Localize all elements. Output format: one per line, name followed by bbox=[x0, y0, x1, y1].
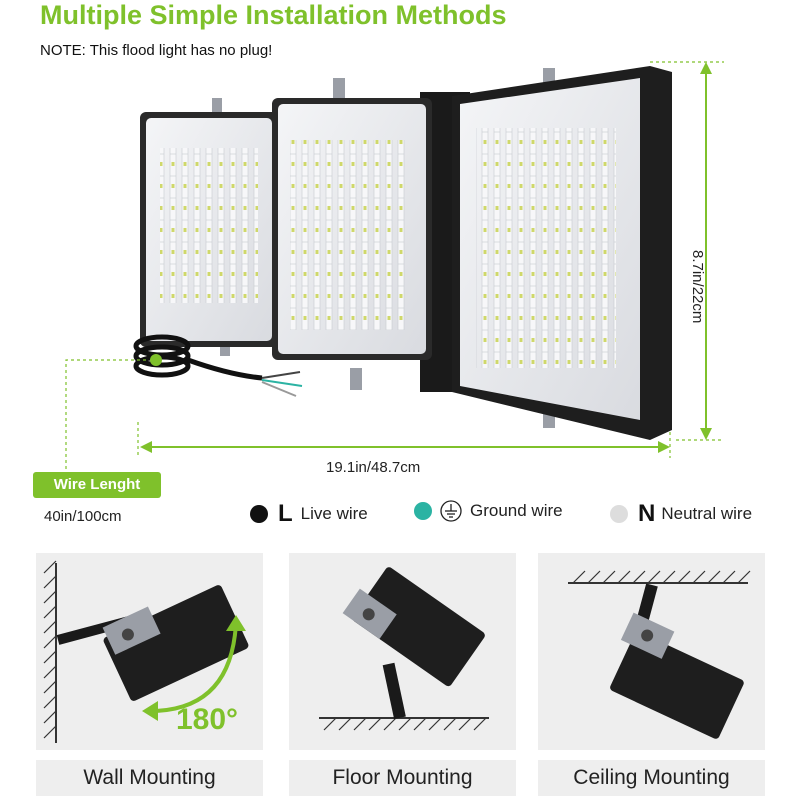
wall-mounting-caption: Wall Mounting bbox=[36, 760, 263, 796]
neutral-wire-dot-icon bbox=[610, 505, 628, 523]
rotation-angle-label: 180° bbox=[176, 703, 239, 736]
ceiling-mounting-caption: Ceiling Mounting bbox=[538, 760, 765, 796]
floor-mounting-illustration bbox=[319, 567, 489, 731]
ceiling-mounting-illustration bbox=[568, 570, 751, 739]
live-wire-text: Live wire bbox=[300, 504, 368, 523]
legend-live-wire: L Live wire bbox=[250, 500, 368, 528]
live-wire-dot-icon bbox=[250, 505, 268, 523]
wall-mounting-panel: 180° bbox=[36, 553, 263, 750]
floor-mounting-panel bbox=[289, 553, 516, 750]
ground-wire-dot-icon bbox=[414, 502, 432, 520]
wall-mounting-illustration bbox=[43, 560, 249, 743]
neutral-wire-text: Neutral wire bbox=[661, 504, 753, 523]
live-wire-letter: L bbox=[278, 500, 293, 527]
wire-length-value: 40in/100cm bbox=[44, 508, 122, 525]
floor-mounting-caption: Floor Mounting bbox=[289, 760, 516, 796]
height-dimension-label: 8.7in/22cm bbox=[689, 250, 706, 324]
legend-neutral-wire: N Neutral wire bbox=[610, 500, 752, 528]
no-plug-note: NOTE: This flood light has no plug! bbox=[40, 42, 273, 59]
page-title: Multiple Simple Installation Methods bbox=[40, 0, 507, 30]
ground-wire-text: Ground wire bbox=[470, 501, 563, 520]
ground-symbol-icon bbox=[440, 500, 462, 522]
legend-ground-wire: Ground wire bbox=[414, 500, 563, 522]
wire-length-badge: Wire Lenght bbox=[33, 472, 161, 498]
flood-light-illustration bbox=[65, 61, 724, 470]
width-dimension-label: 19.1in/48.7cm bbox=[326, 459, 421, 476]
neutral-wire-letter: N bbox=[638, 500, 656, 527]
ceiling-mounting-panel bbox=[538, 553, 765, 750]
